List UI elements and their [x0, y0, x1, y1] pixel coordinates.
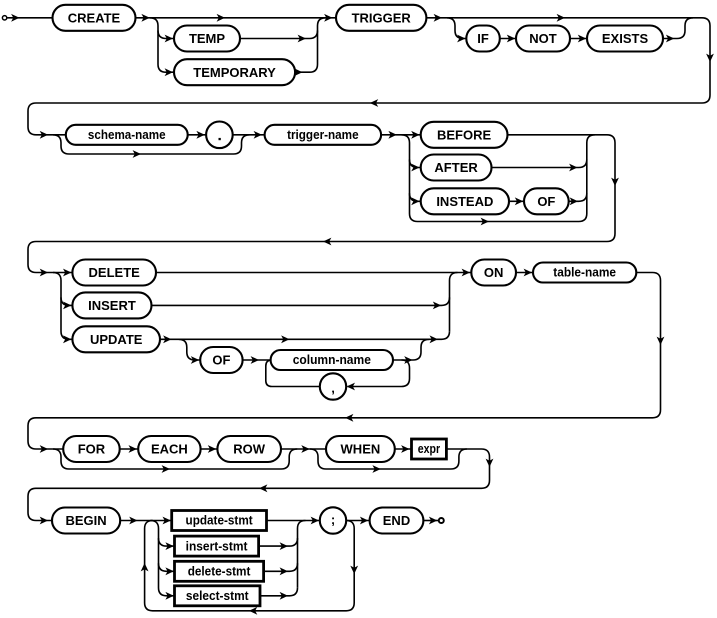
- svg-text:TEMP: TEMP: [189, 31, 225, 46]
- svg-text:TRIGGER: TRIGGER: [352, 11, 412, 26]
- svg-text:column-name: column-name: [293, 352, 371, 367]
- svg-text:AFTER: AFTER: [434, 160, 478, 175]
- svg-text:TEMPORARY: TEMPORARY: [193, 65, 276, 80]
- svg-text:BEFORE: BEFORE: [437, 128, 492, 143]
- svg-text:delete-stmt: delete-stmt: [188, 564, 251, 579]
- svg-text:DELETE: DELETE: [89, 265, 141, 280]
- svg-text:insert-stmt: insert-stmt: [186, 538, 248, 553]
- svg-text:schema-name: schema-name: [88, 127, 166, 142]
- svg-text:END: END: [383, 513, 410, 528]
- svg-text:CREATE: CREATE: [68, 11, 121, 26]
- svg-text:OF: OF: [212, 353, 230, 368]
- svg-text:WHEN: WHEN: [341, 442, 381, 457]
- svg-text:OF: OF: [537, 194, 555, 209]
- svg-text:EXISTS: EXISTS: [602, 31, 649, 46]
- svg-text:ROW: ROW: [233, 442, 266, 457]
- svg-text:FOR: FOR: [78, 442, 106, 457]
- svg-text:table-name: table-name: [553, 265, 616, 280]
- svg-text:IF: IF: [477, 31, 489, 46]
- svg-text:;: ;: [331, 512, 335, 527]
- svg-text:trigger-name: trigger-name: [287, 127, 359, 142]
- svg-text:select-stmt: select-stmt: [186, 588, 249, 603]
- svg-text:EACH: EACH: [151, 442, 188, 457]
- svg-text:,: ,: [331, 381, 335, 396]
- svg-text:expr: expr: [418, 441, 440, 456]
- svg-text:update-stmt: update-stmt: [186, 513, 254, 528]
- svg-text:ON: ON: [484, 265, 504, 280]
- svg-text:NOT: NOT: [529, 31, 557, 46]
- svg-text:BEGIN: BEGIN: [66, 513, 107, 528]
- svg-text:INSERT: INSERT: [88, 298, 136, 313]
- svg-text:INSTEAD: INSTEAD: [436, 194, 493, 209]
- svg-text:UPDATE: UPDATE: [90, 332, 143, 347]
